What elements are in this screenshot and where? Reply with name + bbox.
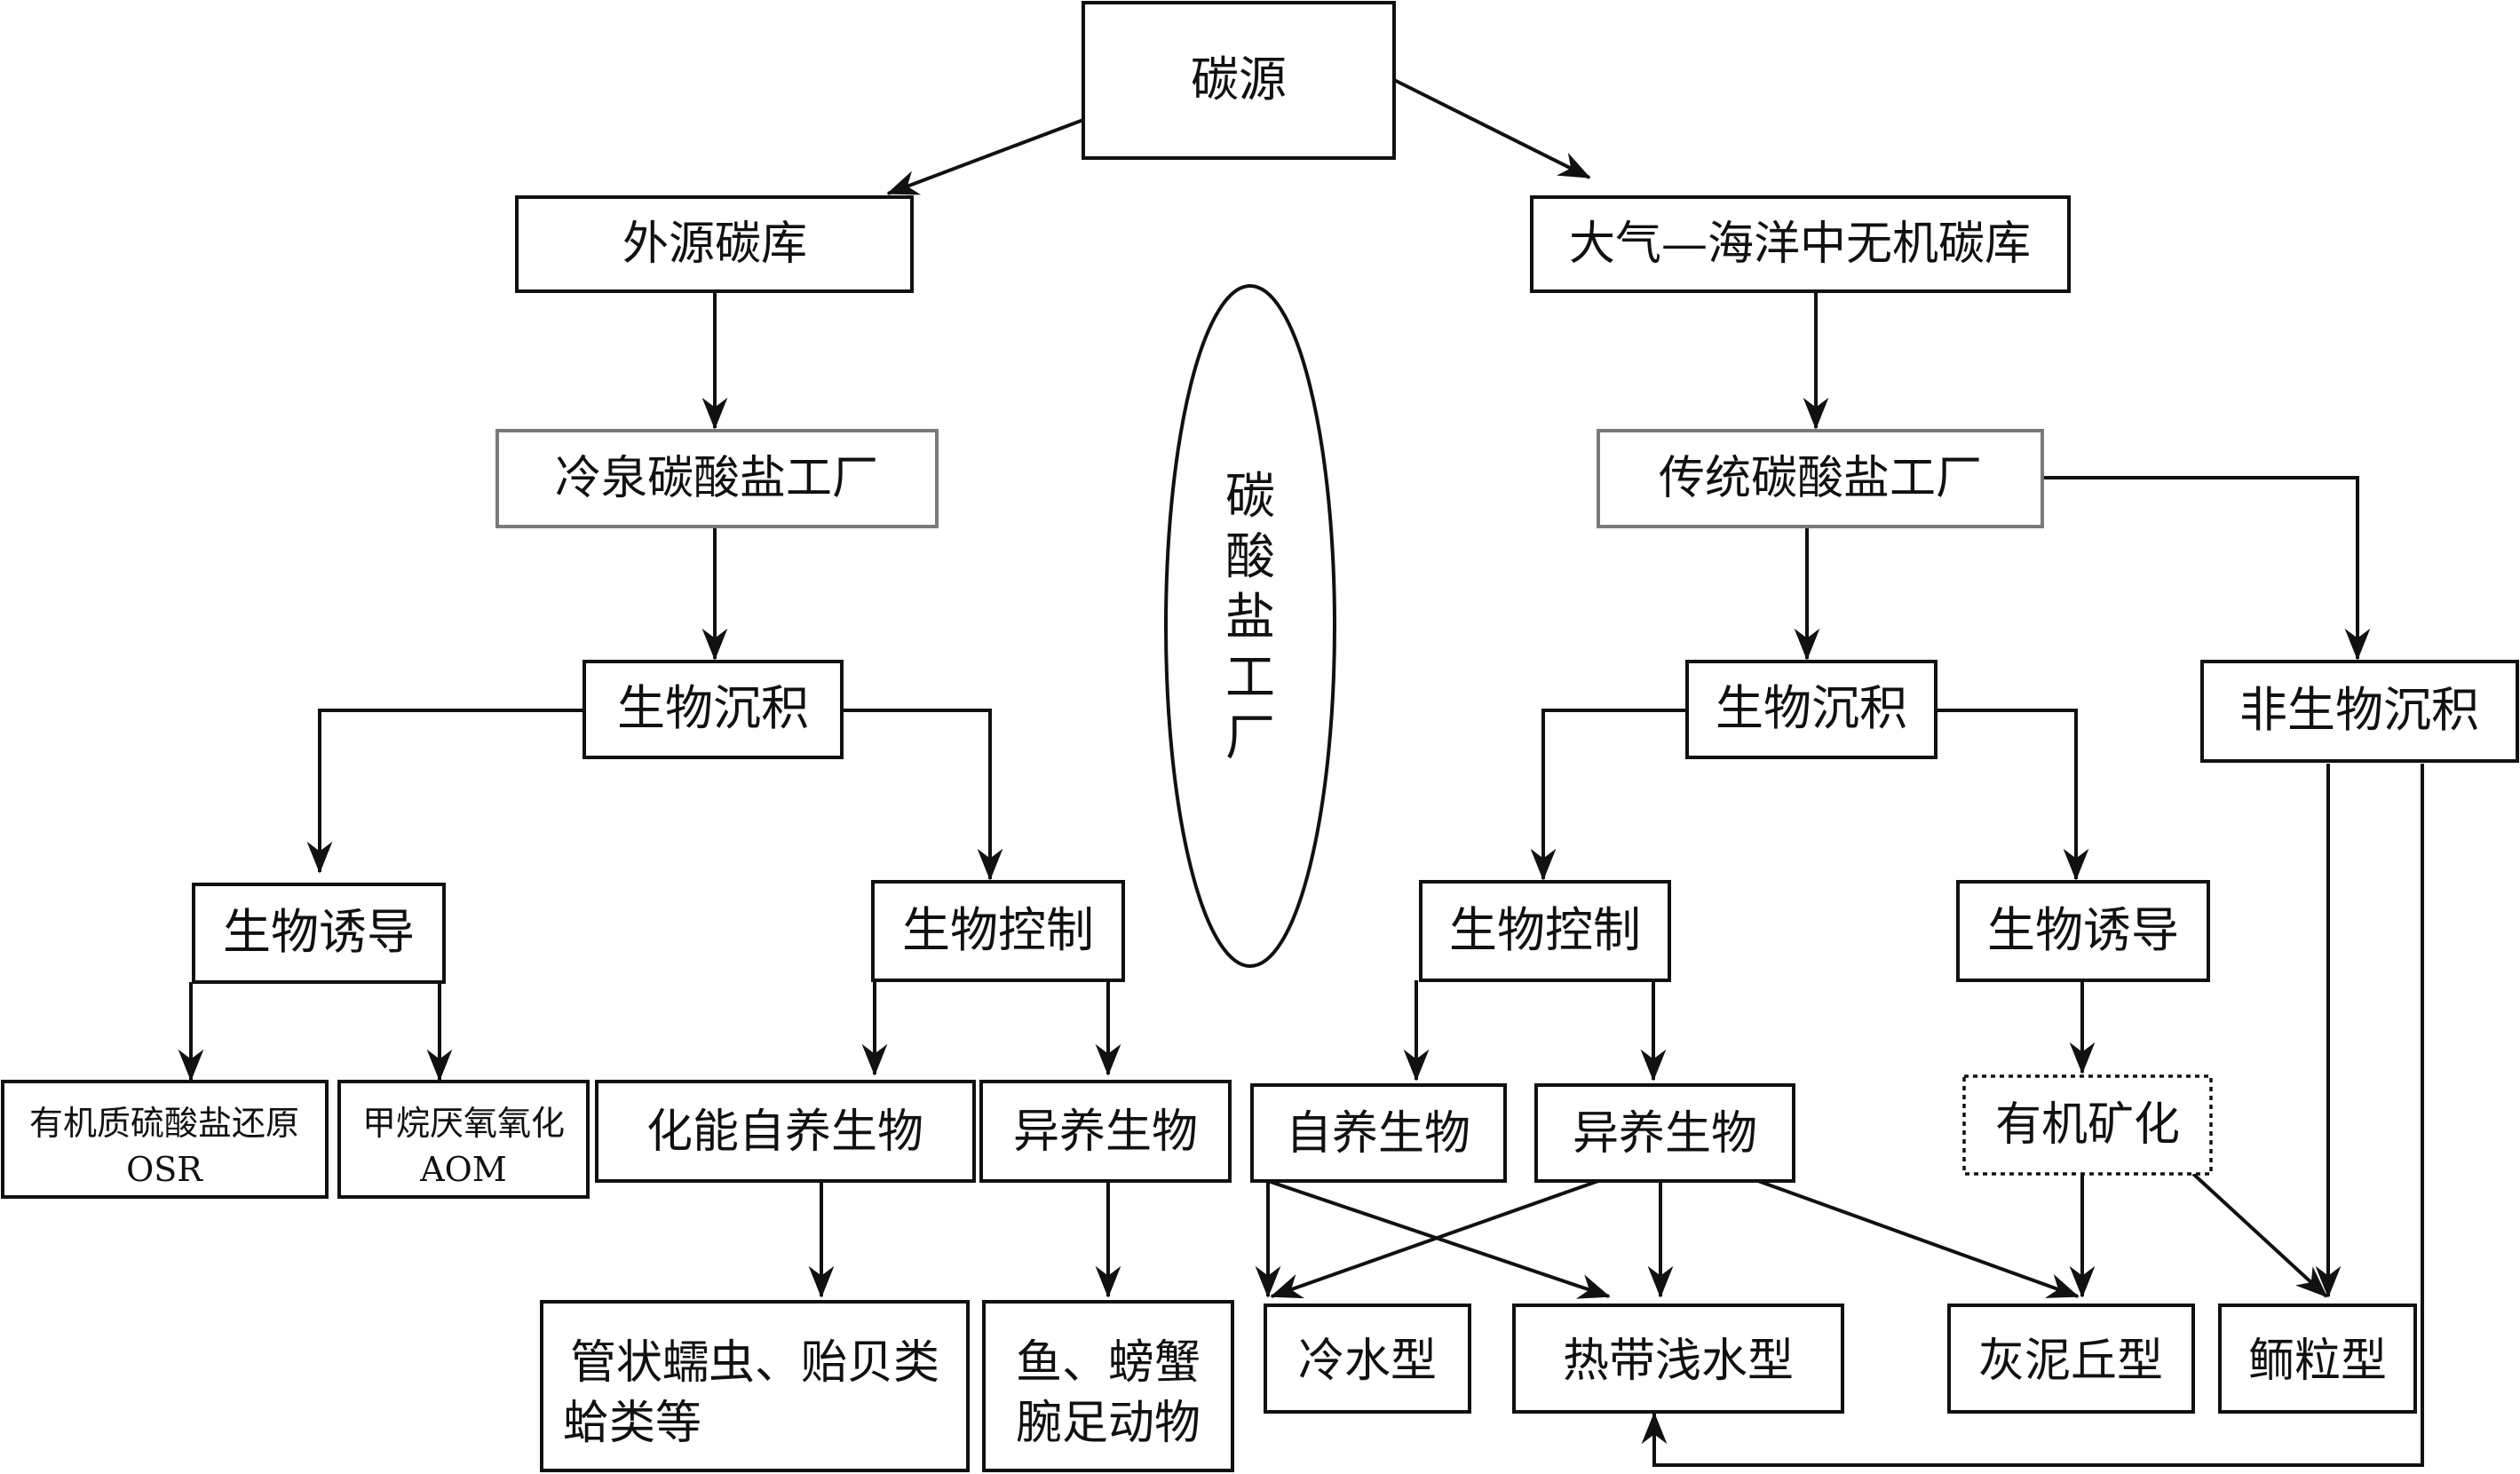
- node-autotrophs: 自养生物: [1250, 1083, 1507, 1183]
- svg-text:蛤类等: 蛤类等: [563, 1397, 701, 1450]
- svg-text:生物控制: 生物控制: [902, 902, 1094, 958]
- svg-text:灰泥丘型: 灰泥丘型: [1978, 1335, 2163, 1388]
- svg-text:AOM: AOM: [419, 1150, 507, 1189]
- edge-mineralization-to-ooid: [2191, 1172, 2328, 1298]
- carbonate-factory-ellipse: 碳 酸 盐 工 厂: [1164, 284, 1336, 968]
- svg-text:异养生物: 异养生物: [1013, 1106, 1198, 1159]
- node-biologically-controlled-right: 生物控制: [1419, 880, 1671, 982]
- node-non-biological-deposition: 非生物沉积: [2200, 660, 2519, 763]
- node-chemoautotrophs: 化能自养生物: [595, 1080, 976, 1183]
- edge-biodep-to-induced-left: [306, 709, 584, 874]
- svg-text:鱼、螃蟹: 鱼、螃蟹: [1016, 1336, 1201, 1390]
- svg-text:OSR: OSR: [126, 1150, 203, 1189]
- node-tropical-shallow-water-type: 热带浅水型: [1512, 1304, 1844, 1414]
- edges: [178, 78, 2424, 1467]
- svg-text:异养生物: 异养生物: [1573, 1107, 1757, 1161]
- center-char-2: 酸: [1225, 528, 1275, 586]
- center-char-4: 工: [1225, 649, 1275, 707]
- center-char-1: 碳: [1225, 468, 1275, 526]
- svg-text:传统碳酸盐工厂: 传统碳酸盐工厂: [1659, 452, 1982, 505]
- center-char-5: 厂: [1225, 709, 1275, 767]
- svg-text:外源碳库: 外源碳库: [622, 218, 807, 271]
- edge-source-to-external: [886, 118, 1084, 195]
- node-organic-mineralization: 有机矿化: [1962, 1074, 2213, 1176]
- node-biologically-induced-right: 生物诱导: [1956, 880, 2210, 982]
- node-mud-mound-type: 灰泥丘型: [1947, 1304, 2195, 1414]
- svg-text:冷泉碳酸盐工厂: 冷泉碳酸盐工厂: [555, 452, 878, 505]
- svg-text:化能自养生物: 化能自养生物: [646, 1106, 923, 1159]
- svg-text:非生物沉积: 非生物沉积: [2239, 682, 2479, 738]
- edge-hetero-to-mudmound: [1757, 1179, 2080, 1298]
- node-biodeposition-left: 生物沉积: [582, 660, 844, 759]
- node-biodeposition-right: 生物沉积: [1685, 660, 1938, 759]
- node-osr: 有机质硫酸盐还原 OSR: [1, 1080, 329, 1199]
- node-atmosphere-ocean-inorganic-pool: 大气—海洋中无机碳库: [1530, 195, 2071, 293]
- node-carbon-source: 碳源: [1082, 1, 1396, 160]
- svg-text:生物诱导: 生物诱导: [223, 904, 415, 960]
- edge-biodep-to-controlled-left: [842, 709, 1003, 881]
- svg-text:热带浅水型: 热带浅水型: [1563, 1335, 1794, 1388]
- edge-hetero-to-coldwater: [1270, 1179, 1599, 1299]
- node-tubeworms-mussels-clams: 管状蠕虫、贻贝类 蛤类等: [540, 1300, 970, 1472]
- node-ooid-type: 鲕粒型: [2218, 1304, 2417, 1414]
- edge-nonbio-to-tropical: [1641, 764, 2424, 1467]
- node-external-carbon-pool: 外源碳库: [515, 195, 914, 293]
- svg-text:自养生物: 自养生物: [1286, 1107, 1470, 1161]
- svg-text:冷水型: 冷水型: [1298, 1335, 1437, 1388]
- svg-text:生物诱导: 生物诱导: [1987, 902, 2179, 958]
- node-cold-seep-carbonate-factory: 冷泉碳酸盐工厂: [495, 429, 939, 528]
- svg-text:大气—海洋中无机碳库: 大气—海洋中无机碳库: [1569, 218, 2031, 271]
- svg-text:碳源: 碳源: [1191, 52, 1287, 107]
- svg-text:鲕粒型: 鲕粒型: [2248, 1335, 2387, 1388]
- edge-biodep-to-induced-right: [1936, 709, 2089, 881]
- svg-text:有机质硫酸盐还原: 有机质硫酸盐还原: [29, 1104, 299, 1143]
- center-char-3: 盐: [1225, 589, 1275, 646]
- edge-traditional-to-nonbio: [2042, 476, 2371, 661]
- node-heterotrophs-left: 异养生物: [979, 1080, 1232, 1183]
- svg-text:有机矿化: 有机矿化: [1995, 1098, 2180, 1152]
- node-fish-crabs-brachiopods: 鱼、螃蟹 腕足动物: [982, 1300, 1234, 1472]
- svg-text:生物沉积: 生物沉积: [1716, 680, 1907, 736]
- svg-text:甲烷厌氧氧化: 甲烷厌氧氧化: [362, 1104, 565, 1143]
- svg-text:生物沉积: 生物沉积: [617, 680, 809, 736]
- node-cold-water-type: 冷水型: [1264, 1304, 1471, 1414]
- node-aom: 甲烷厌氧氧化 AOM: [337, 1080, 590, 1199]
- svg-text:腕足动物: 腕足动物: [1016, 1397, 1201, 1450]
- edge-source-to-atmosphere: [1393, 78, 1591, 179]
- node-heterotrophs-right: 异养生物: [1534, 1083, 1795, 1183]
- node-biologically-controlled-left: 生物控制: [871, 880, 1125, 982]
- svg-text:生物控制: 生物控制: [1449, 902, 1641, 958]
- edge-biodep-to-controlled-right: [1530, 709, 1687, 881]
- node-biologically-induced-left: 生物诱导: [192, 883, 446, 984]
- svg-text:管状蠕虫、贻贝类: 管状蠕虫、贻贝类: [570, 1336, 939, 1390]
- node-traditional-carbonate-factory: 传统碳酸盐工厂: [1597, 429, 2044, 528]
